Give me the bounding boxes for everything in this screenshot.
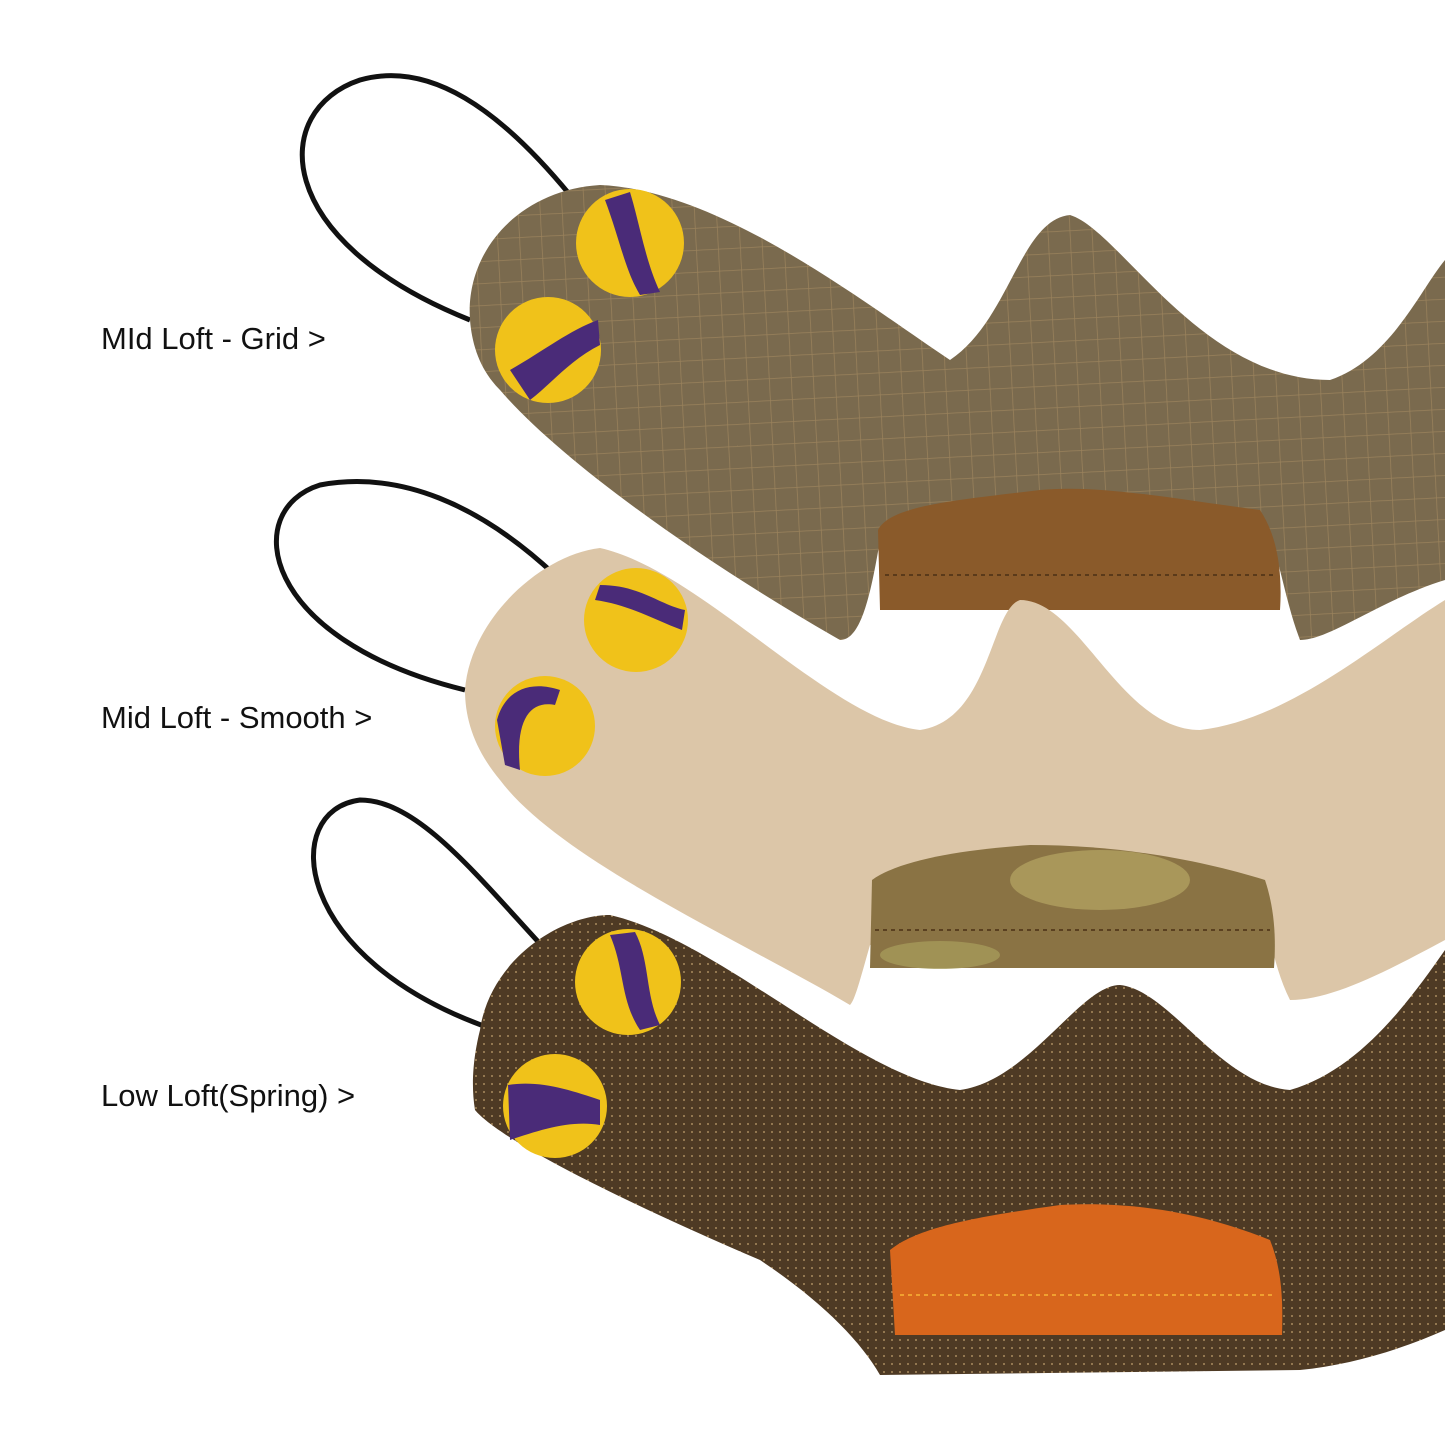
mid-loft-smooth-piece — [273, 479, 1445, 1005]
low-loft-spring-piece — [310, 797, 1445, 1375]
heel-patch — [878, 488, 1281, 610]
elastic-loop — [299, 73, 572, 323]
mid-loft-grid-piece — [299, 73, 1445, 640]
heel-patch — [890, 1204, 1283, 1335]
label-low-loft-spring[interactable]: Low Loft(Spring) > — [101, 1078, 356, 1113]
label-mid-loft-grid[interactable]: MId Loft - Grid > — [101, 321, 326, 356]
elastic-loop — [273, 479, 557, 693]
elastic-loop — [310, 797, 557, 1033]
label-mid-loft-smooth[interactable]: Mid Loft - Smooth > — [101, 700, 373, 735]
